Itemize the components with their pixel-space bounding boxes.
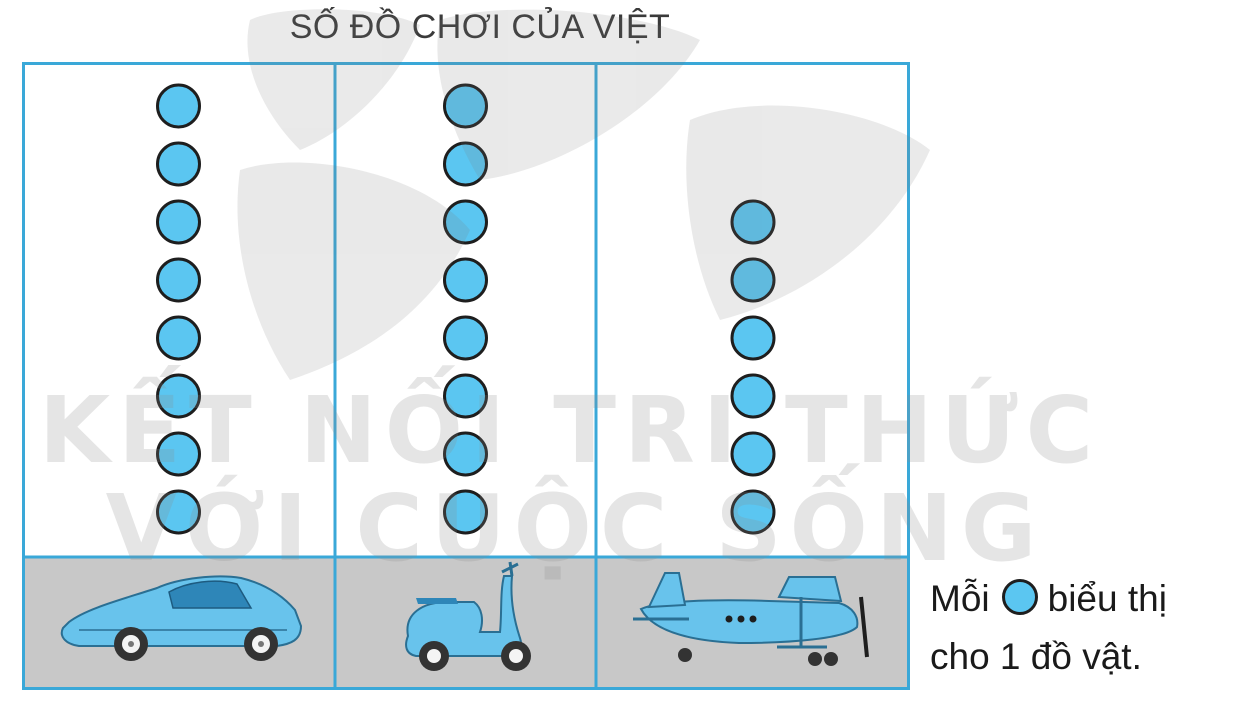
- table-grid: [22, 62, 910, 690]
- symbol-circle: [156, 141, 201, 187]
- symbol-circle: [443, 373, 488, 419]
- symbol-circle: [730, 199, 776, 245]
- symbol-circle: [156, 431, 201, 477]
- symbol-circle: [156, 489, 201, 535]
- pictograph-chart: [22, 62, 910, 690]
- symbol-circle: [443, 315, 488, 361]
- symbol-circle: [730, 373, 776, 419]
- symbol-circle: [156, 315, 201, 361]
- symbol-circle: [730, 315, 776, 361]
- symbol-circle: [443, 257, 488, 303]
- car-icon: [60, 575, 303, 661]
- legend-text-item: cho 1 đồ vật.: [930, 636, 1142, 677]
- symbol-columns: [156, 83, 776, 535]
- symbol-circle: [156, 83, 201, 129]
- legend: Mỗi biểu thị cho 1 đồ vật.: [930, 570, 1250, 686]
- symbol-circle: [443, 141, 488, 187]
- legend-text-each: Mỗi: [930, 578, 990, 619]
- symbol-circle: [156, 199, 201, 245]
- pictograph-svg: [22, 62, 910, 690]
- symbol-circle: [443, 431, 488, 477]
- symbol-circle: [156, 257, 201, 303]
- symbol-circle: [443, 83, 488, 129]
- chart-title: SỐ ĐỒ CHƠI CỦA VIỆT: [289, 8, 671, 46]
- legend-line-2: cho 1 đồ vật.: [930, 628, 1250, 686]
- symbol-circle: [730, 489, 776, 535]
- symbol-circle: [730, 431, 776, 477]
- legend-text-represents: biểu thị: [1047, 578, 1167, 619]
- legend-circle-icon: [1001, 579, 1038, 615]
- symbol-circle: [156, 373, 201, 419]
- scooter-icon: [405, 561, 531, 671]
- symbol-circle: [443, 199, 488, 245]
- symbol-circle: [443, 489, 488, 535]
- legend-line-1: Mỗi biểu thị: [930, 570, 1250, 628]
- airplane-icon: [633, 572, 869, 666]
- symbol-circle: [730, 257, 776, 303]
